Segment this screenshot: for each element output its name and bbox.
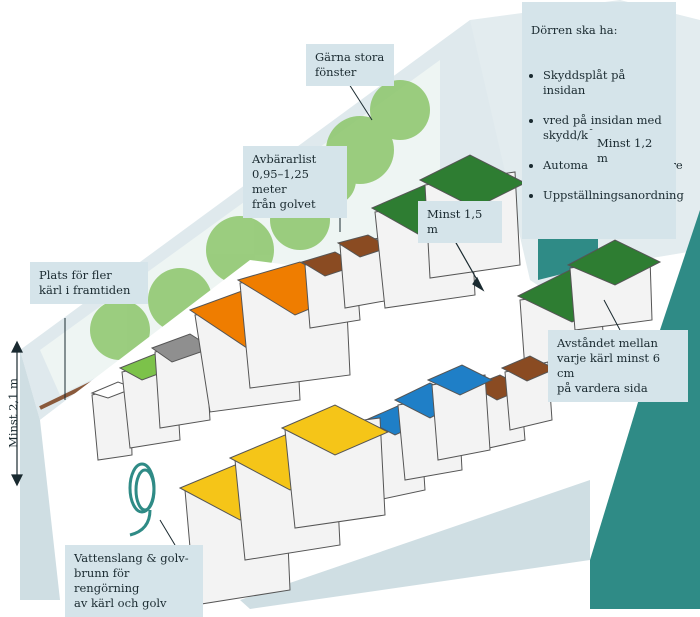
- front-left-wall: [20, 350, 60, 600]
- door-callout-title: Dörren ska ha:: [531, 23, 618, 37]
- door-requirement: Skyddsplåt på insidan: [543, 68, 667, 98]
- height-dimension-label: Minst 2,1 m: [5, 378, 20, 448]
- bin-blue-3: [426, 364, 494, 461]
- callout-bumper-rail: Avbärarlist 0,95–1,25 meter från golvet: [243, 146, 347, 218]
- callout-leaders: [64, 69, 621, 546]
- bin-brown-2: [336, 234, 392, 309]
- bin-green-right-2: [566, 239, 662, 331]
- front-bottom-wall: [240, 480, 590, 609]
- callout-bin-spacing: Avståndet mellan varje kärl minst 6 cm p…: [548, 330, 688, 402]
- callout-door: Dörren ska ha: Skyddsplåt på insidan vre…: [522, 2, 684, 239]
- water-hose: [128, 462, 156, 537]
- bin-yellow-3: [280, 404, 390, 529]
- callout-aisle-width: Minst 1,5 m: [418, 201, 502, 243]
- front-right-wall: [590, 210, 700, 609]
- callout-window: Gärna stora fönster: [306, 44, 394, 86]
- callout-door-width: Minst 1,2 m: [588, 130, 674, 172]
- callout-future-bins: Plats för fler kärl i framtiden: [30, 262, 148, 304]
- callout-hose-drain: Vattenslang & golv- brunn för rengörning…: [65, 545, 203, 617]
- door-requirement: Uppställningsanordning: [543, 188, 684, 203]
